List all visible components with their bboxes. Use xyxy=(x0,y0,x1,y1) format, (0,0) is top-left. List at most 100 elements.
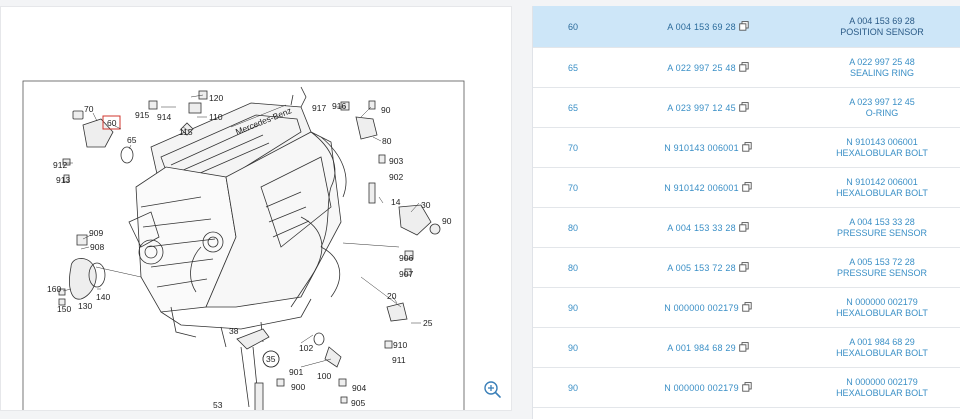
part-number-cell[interactable]: N 910142 006001 xyxy=(613,167,803,208)
part-number-cell[interactable]: A 001 984 68 29 xyxy=(613,327,803,368)
part-number-cell[interactable]: N 000000 002179 xyxy=(613,367,803,408)
copy-icon[interactable] xyxy=(742,182,752,192)
part-description-cell[interactable]: A 022 997 25 48 SEALING RING xyxy=(803,47,960,88)
part-number-cell[interactable]: N 910143 006001 xyxy=(613,127,803,168)
copy-icon[interactable] xyxy=(739,21,749,31)
callout-904[interactable]: 904 xyxy=(352,383,366,393)
copy-icon[interactable] xyxy=(742,382,752,392)
part-number-cell[interactable]: A 005 153 72 28 xyxy=(613,247,803,288)
part-number-link[interactable]: A 023 997 12 45 xyxy=(667,103,736,113)
callout-100[interactable]: 100 xyxy=(317,371,331,381)
callout-38[interactable]: 38 xyxy=(229,326,239,336)
callout-140[interactable]: 140 xyxy=(96,292,110,302)
callout-90-right[interactable]: 90 xyxy=(442,216,452,226)
part-number-link[interactable]: N 000000 002179 xyxy=(664,383,739,393)
callout-901[interactable]: 901 xyxy=(289,367,303,377)
callout-909[interactable]: 909 xyxy=(89,228,103,238)
table-row[interactable]: 90 N 000000 002179 N 000000 002179 HEXAL… xyxy=(533,287,960,328)
callout-150[interactable]: 150 xyxy=(57,304,71,314)
part-number-link[interactable]: N 910142 006001 xyxy=(664,183,739,193)
part-description-cell[interactable]: A 005 153 72 28 PRESSURE SENSOR xyxy=(803,247,960,288)
callout-53[interactable]: 53 xyxy=(213,400,223,410)
callout-120[interactable]: 120 xyxy=(209,93,223,103)
callout-70[interactable]: 70 xyxy=(84,104,94,114)
table-row[interactable]: 65 A 022 997 25 48 A 022 997 25 48 SEALI… xyxy=(533,47,960,88)
callout-905[interactable]: 905 xyxy=(351,398,365,408)
table-row[interactable]: 80 A 004 153 33 28 A 004 153 33 28 PRESS… xyxy=(533,207,960,248)
callout-910[interactable]: 910 xyxy=(393,340,407,350)
description-part-name: SEALING RING xyxy=(849,67,914,78)
description-part-number: A 022 997 25 48 xyxy=(849,56,915,67)
part-description-cell[interactable]: N 910143 006001 HEXALOBULAR BOLT xyxy=(803,127,960,168)
callout-20[interactable]: 20 xyxy=(387,291,397,301)
part-description-cell[interactable]: N 910142 006001 HEXALOBULAR BOLT xyxy=(803,167,960,208)
table-row[interactable]: 70 N 910143 006001 N 910143 006001 HEXAL… xyxy=(533,127,960,168)
description-part-name: HEXALOBULAR BOLT xyxy=(836,187,928,198)
callout-916[interactable]: 916 xyxy=(332,101,346,111)
callout-160[interactable]: 160 xyxy=(47,284,61,294)
description-part-name: HEXALOBULAR BOLT xyxy=(836,307,928,318)
callout-90-top[interactable]: 90 xyxy=(381,105,391,115)
callout-130[interactable]: 130 xyxy=(78,301,92,311)
part-number-link[interactable]: A 004 153 69 28 xyxy=(667,22,736,32)
description-part-number: A 005 153 72 28 xyxy=(849,256,915,267)
callout-908[interactable]: 908 xyxy=(90,242,104,252)
part-description-cell[interactable]: N 000000 002179 HEXALOBULAR BOLT xyxy=(803,287,960,328)
table-row[interactable]: 90 A 001 984 68 29 A 001 984 68 29 HEXAL… xyxy=(533,327,960,368)
callout-14[interactable]: 14 xyxy=(391,197,401,207)
callout-115[interactable]: 115 xyxy=(179,127,193,137)
part-number-cell[interactable]: A 004 153 33 28 xyxy=(613,207,803,248)
callout-914[interactable]: 914 xyxy=(157,112,171,122)
callout-110[interactable]: 110 xyxy=(209,112,223,122)
callout-915[interactable]: 915 xyxy=(135,110,149,120)
part-number-link[interactable]: A 004 153 33 28 xyxy=(667,223,736,233)
zoom-in-icon[interactable] xyxy=(483,380,503,400)
callout-65[interactable]: 65 xyxy=(127,135,137,145)
callout-30[interactable]: 30 xyxy=(421,200,431,210)
callout-911[interactable]: 911 xyxy=(392,355,406,365)
callout-902[interactable]: 902 xyxy=(389,172,403,182)
part-number-link[interactable]: A 005 153 72 28 xyxy=(667,263,736,273)
table-row[interactable]: 70 N 910142 006001 N 910142 006001 HEXAL… xyxy=(533,167,960,208)
part-number-cell[interactable]: A 023 997 12 45 xyxy=(613,87,803,128)
part-number-link[interactable]: N 000000 002179 xyxy=(664,303,739,313)
copy-icon[interactable] xyxy=(739,62,749,72)
part-description-cell[interactable]: N 000000 002179 HEXALOBULAR BOLT xyxy=(803,367,960,408)
part-description-cell[interactable]: A 004 153 33 28 PRESSURE SENSOR xyxy=(803,207,960,248)
callout-900[interactable]: 900 xyxy=(291,382,305,392)
part-description-cell[interactable]: A 001 984 68 29 HEXALOBULAR BOLT xyxy=(803,327,960,368)
part-number-link[interactable]: N 910143 006001 xyxy=(664,143,739,153)
table-row[interactable]: 80 A 005 153 72 28 A 005 153 72 28 PRESS… xyxy=(533,247,960,288)
callout-35[interactable]: 35 xyxy=(266,354,276,364)
table-row[interactable]: 65 A 023 997 12 45 A 023 997 12 45 O-RIN… xyxy=(533,87,960,128)
callout-906[interactable]: 906 xyxy=(399,253,413,263)
parts-table-body: 60 A 004 153 69 28 A 004 153 69 28 POSIT… xyxy=(533,6,960,408)
table-row[interactable]: 90 N 000000 002179 N 000000 002179 HEXAL… xyxy=(533,367,960,408)
description-part-number: A 001 984 68 29 xyxy=(849,336,915,347)
part-number-cell[interactable]: N 000000 002179 xyxy=(613,287,803,328)
description-part-name: PRESSURE SENSOR xyxy=(836,227,928,238)
part-number-link[interactable]: A 001 984 68 29 xyxy=(667,343,736,353)
copy-icon[interactable] xyxy=(739,342,749,352)
part-number-link[interactable]: A 022 997 25 48 xyxy=(667,63,736,73)
callout-60[interactable]: 60 xyxy=(107,118,117,128)
copy-icon[interactable] xyxy=(739,222,749,232)
copy-icon[interactable] xyxy=(739,262,749,272)
callout-912[interactable]: 912 xyxy=(53,160,67,170)
part-number-cell[interactable]: A 004 153 69 28 xyxy=(613,6,803,48)
callout-917[interactable]: 917 xyxy=(312,103,326,113)
callout-80[interactable]: 80 xyxy=(382,136,392,146)
parts-table: 60 A 004 153 69 28 A 004 153 69 28 POSIT… xyxy=(533,6,960,408)
callout-25[interactable]: 25 xyxy=(423,318,433,328)
table-row[interactable]: 60 A 004 153 69 28 A 004 153 69 28 POSIT… xyxy=(533,6,960,48)
copy-icon[interactable] xyxy=(742,142,752,152)
copy-icon[interactable] xyxy=(742,302,752,312)
copy-icon[interactable] xyxy=(739,102,749,112)
callout-913[interactable]: 913 xyxy=(56,175,70,185)
callout-903[interactable]: 903 xyxy=(389,156,403,166)
callout-102[interactable]: 102 xyxy=(299,343,313,353)
callout-907[interactable]: 907 xyxy=(399,269,413,279)
part-description-cell[interactable]: A 004 153 69 28 POSITION SENSOR xyxy=(803,6,960,48)
part-description-cell[interactable]: A 023 997 12 45 O-RING xyxy=(803,87,960,128)
part-number-cell[interactable]: A 022 997 25 48 xyxy=(613,47,803,88)
